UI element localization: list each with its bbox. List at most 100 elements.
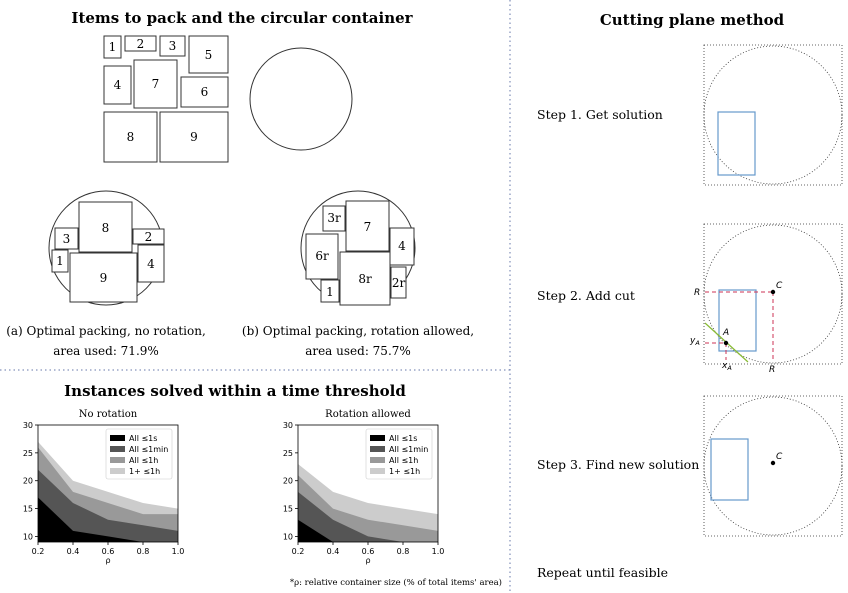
item-label: 9 — [190, 130, 198, 144]
caption-a-line2: area used: 71.9% — [53, 344, 159, 358]
caption-b-line2: area used: 75.7% — [305, 344, 411, 358]
packed-item-1 — [51, 249, 69, 273]
step-1-diagram — [703, 44, 843, 186]
item-label: 7 — [152, 77, 160, 91]
packed-item-9 — [69, 252, 138, 303]
chart-title: No rotation — [79, 409, 138, 420]
packing-b: 3r 7 6r 4 8r 2r 1 (b) Optimal packing, r… — [242, 190, 474, 358]
item-label: 5 — [205, 48, 213, 62]
y-tick-label: 30 — [23, 421, 33, 430]
item-5 — [188, 35, 229, 74]
item-3 — [159, 35, 186, 57]
item-label: 3 — [169, 39, 177, 53]
x-tick-label: 0.4 — [327, 547, 340, 556]
x-tick-label: 1.0 — [432, 547, 445, 556]
y-tick-label: 20 — [23, 477, 33, 486]
legend-label: All ≤1h — [389, 456, 418, 465]
legend-swatch — [110, 468, 125, 474]
item-label: 8 — [127, 130, 135, 144]
x-tick-label: 0.6 — [362, 547, 375, 556]
area-series-2 — [298, 491, 438, 542]
x-tick-label: 0.2 — [32, 547, 45, 556]
point-c — [770, 289, 776, 295]
legend-label: 1+ ≤1h — [389, 467, 420, 476]
area-series-2 — [38, 469, 178, 542]
item-label: 8r — [358, 272, 372, 286]
x-tick-label: 0.8 — [137, 547, 150, 556]
legend-swatch — [370, 446, 385, 452]
chart-title: Rotation allowed — [325, 409, 411, 420]
label-a: A — [722, 328, 729, 338]
label-r-bottom: R — [769, 365, 775, 375]
x-tick-label: 0.2 — [292, 547, 305, 556]
legend-box — [365, 428, 433, 480]
step-3-circle — [703, 396, 843, 536]
item-1 — [103, 35, 122, 59]
point-a — [723, 340, 729, 346]
y-tick-label: 10 — [283, 532, 293, 541]
x-tick-label: 0.4 — [67, 547, 80, 556]
step-2-item — [718, 289, 757, 352]
x-tick-label: 1.0 — [172, 547, 185, 556]
item-7 — [133, 59, 178, 109]
label-c-step3: C — [776, 452, 783, 462]
x-tick-label: 0.8 — [397, 547, 410, 556]
packing-a: 8 3 2 1 9 4 (a) Optimal packing, no rota… — [6, 190, 206, 358]
packed-item-8r — [339, 251, 391, 306]
label-c: C — [776, 281, 783, 291]
legend-swatch — [110, 446, 125, 452]
items-panel: Items to pack and the circular container… — [6, 9, 474, 358]
step-2-diagram: R C A R yA xA — [689, 223, 843, 375]
y-tick-label: 15 — [23, 505, 33, 514]
legend-label: All ≤1s — [389, 434, 417, 443]
step-2-circle — [703, 224, 843, 364]
item-label: 6 — [201, 85, 209, 99]
legend-swatch — [370, 435, 385, 441]
item-label: 4 — [398, 239, 406, 253]
item-label: 4 — [147, 257, 155, 271]
label-xa: xA — [721, 361, 732, 372]
item-6 — [180, 76, 229, 108]
packed-item-4 — [137, 244, 165, 283]
packed-item-2 — [132, 228, 165, 245]
item-8 — [103, 111, 158, 163]
area-series-1 — [38, 497, 178, 542]
x-axis-label: ρ — [365, 556, 370, 565]
packed-item-8 — [78, 201, 133, 253]
item-label: 2 — [137, 37, 145, 51]
charts-panel: Instances solved within a time threshold… — [23, 382, 502, 588]
caption-a-line1: (a) Optimal packing, no rotation, — [6, 324, 206, 338]
x-axis-label: ρ — [105, 556, 110, 565]
step-3-diagram: C — [703, 395, 843, 537]
item-label: 9 — [100, 271, 108, 285]
legend-label: All ≤1s — [129, 434, 157, 443]
item-label: 3 — [63, 232, 71, 246]
charts-panel-title: Instances solved within a time threshold — [64, 382, 406, 400]
item-label: 8 — [102, 221, 110, 235]
y-tick-label: 15 — [283, 505, 293, 514]
packed-item-3r — [322, 205, 346, 232]
step-2-label: Step 2. Add cut — [537, 288, 635, 303]
item-label: 7 — [364, 220, 372, 234]
rho-footnote: *ρ: relative container size (% of total … — [290, 577, 502, 588]
packed-item-2r — [390, 266, 407, 299]
legend-label: All ≤1min — [129, 445, 168, 454]
item-9 — [159, 111, 229, 163]
packed-item-1 — [320, 279, 340, 303]
item-label: 6r — [315, 249, 329, 263]
y-tick-label: 25 — [283, 449, 293, 458]
item-4 — [103, 65, 132, 105]
step-3-label: Step 3. Find new solution — [537, 457, 699, 472]
item-label: 3r — [327, 211, 341, 225]
x-tick-label: 0.6 — [102, 547, 115, 556]
cutting-plane-title: Cutting plane method — [600, 11, 785, 29]
y-tick-label: 30 — [283, 421, 293, 430]
item-label: 1 — [109, 40, 117, 54]
final-step-label: Repeat until feasible — [537, 565, 668, 580]
item-label: 1 — [326, 285, 334, 299]
legend-box — [105, 428, 173, 480]
packed-item-6r — [305, 233, 339, 280]
packed-item-7 — [345, 200, 390, 252]
legend-label: 1+ ≤1h — [129, 467, 160, 476]
